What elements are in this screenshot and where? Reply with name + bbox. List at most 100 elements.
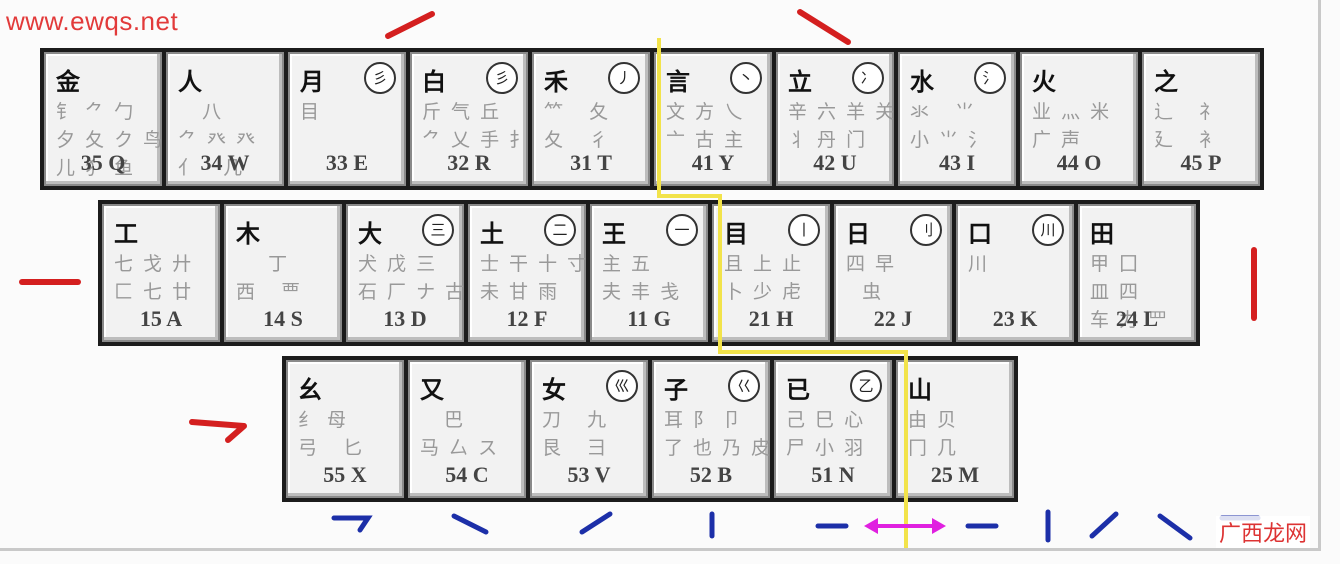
key-code-label: 44 O [1056,150,1102,175]
key-stroke-circle: 刂 [910,214,942,246]
key-aux-radicals: 由 贝 冂 几 [908,409,959,459]
key-root-char: 口 [968,220,992,248]
key-aux-radicals: 刀 九 艮 彐 [542,409,609,459]
key-x[interactable]: 幺纟 母 弓 匕 55 X [286,360,404,498]
key-m[interactable]: 山由 贝 冂 几 25 M [896,360,1014,498]
key-code-label: 23 K [992,306,1038,331]
key-aux-radicals: 目 [300,101,330,123]
arrowhead-left [864,518,878,534]
key-code-label: 12 F [506,306,548,331]
key-code-label: 15 A [139,306,183,331]
stroke-mark-na-blue-2 [1157,513,1193,541]
key-root-char: 又 [420,376,444,404]
key-code-label: 52 B [689,462,733,487]
key-g[interactable]: 王 一主 五 夫 丰 戋 11 G [590,204,708,342]
key-e[interactable]: 月彡目 33 E [288,52,406,186]
key-stroke-circle: 冫 [852,62,884,94]
key-root-char: 木 [236,220,260,248]
image-frame [0,0,1321,551]
key-root-char: 之 [1154,68,1178,96]
stroke-mark-pie-blue [579,511,613,535]
key-aux-radicals: 氺 ⺌ 小 ⺌ 氵 [910,101,990,151]
key-code-label: 45 P [1180,150,1222,175]
key-root-char: 人 [178,68,202,96]
key-aux-radicals: 四 早 虫 [846,253,897,303]
key-code-label: 13 D [383,306,427,331]
key-root-char: 禾 [544,68,568,96]
key-code-label: 25 M [930,462,980,487]
key-code-label: 24 L [1115,306,1159,331]
key-stroke-circle: 彡 [364,62,396,94]
key-aux-radicals: 钅 ⺈ 勹 夕 夂 ク 鸟 儿 犭 鱼 [56,101,165,179]
key-code-label: 11 G [627,306,671,331]
key-root-char: 白 [422,68,446,96]
key-code-label: 55 X [323,462,367,487]
key-stroke-circle: 二 [544,214,576,246]
key-aux-radicals: 纟 母 弓 匕 [298,409,365,459]
key-stroke-circle: 丨 [788,214,820,246]
arrowhead-right [932,518,946,534]
key-d[interactable]: 大 三犬 戊 三 石 厂 ナ 古 13 D [346,204,464,342]
stroke-mark-pie-blue-2 [1089,511,1119,539]
key-aux-radicals: 丁 西 覀 [236,253,303,303]
zone-divider-line [657,38,908,548]
key-stroke-circle: 三 [422,214,454,246]
key-root-char: 日 [846,220,870,248]
watermark-text: www.ewqs.net [6,6,179,36]
key-aux-radicals: 主 五 夫 丰 戋 [602,253,682,303]
key-code-label: 32 R [447,150,491,175]
stroke-mark-na-blue [451,513,489,535]
key-aux-radicals: 辶 礻 廴 衤 [1154,101,1221,151]
key-aux-radicals: 川 [968,253,990,275]
key-root-char: 子 [664,376,688,404]
key-root-char: 目 [724,220,748,248]
key-aux-radicals: 业 灬 米 广 声 [1032,101,1112,151]
stroke-mark-pie-red [385,11,435,39]
key-aux-radicals: 犬 戊 三 石 厂 ナ 古 [358,253,467,303]
key-root-char: 山 [908,376,932,404]
key-aux-radicals: 巴 马 厶 ス [420,409,500,459]
key-root-char: 言 [666,68,690,96]
key-root-char: 月 [300,68,324,96]
key-code-label: 42 U [813,150,857,175]
key-code-label: 43 I [938,150,976,175]
key-aux-radicals: ⺮ 夂 夂 彳 [544,101,611,151]
key-code-label: 35 Q [80,150,126,175]
key-root-char: 工 [114,220,138,248]
key-aux-radicals: 己 巳 心 尸 小 羽 [786,409,866,459]
key-stroke-circle: 丿 [608,62,640,94]
key-stroke-circle: 丶 [730,62,762,94]
key-root-char: 田 [1090,220,1114,248]
key-stroke-circle: 一 [666,214,698,246]
key-root-char: 女 [542,376,566,404]
key-root-char: 王 [602,220,626,248]
key-root-char: 大 [358,220,382,248]
key-root-char: 金 [56,68,80,96]
key-code-label: 21 H [748,306,794,331]
key-root-char: 立 [788,68,812,96]
key-root-char: 幺 [298,376,322,404]
key-root-char: 水 [910,68,934,96]
